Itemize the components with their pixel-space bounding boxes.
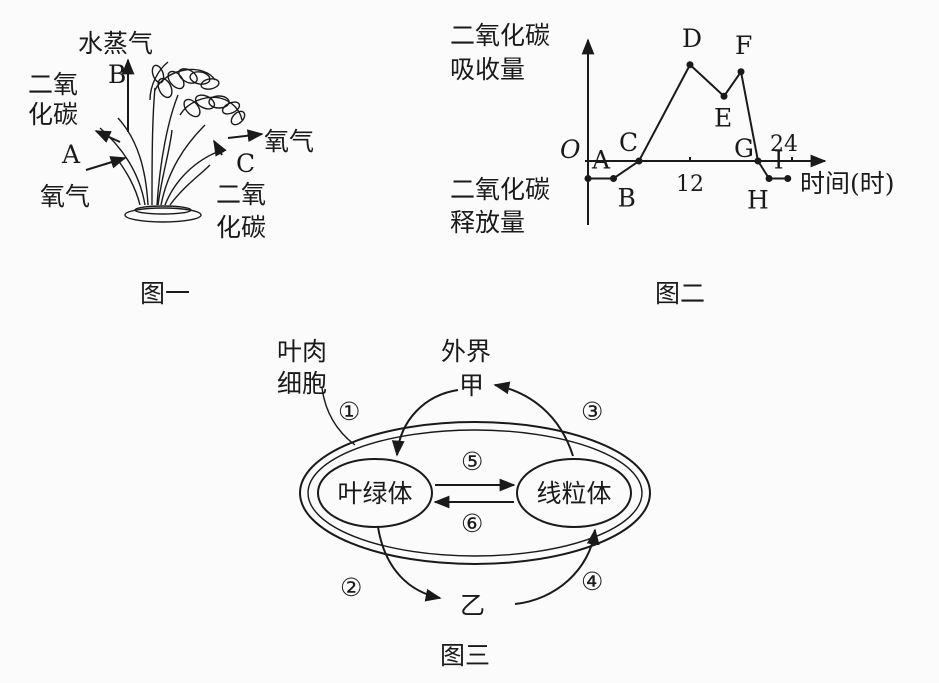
num-6: ⑥ <box>461 509 483 538</box>
caption-figure1: 图一 <box>140 279 190 308</box>
num-5: ⑤ <box>461 447 483 476</box>
y-label-top-2: 吸收量 <box>450 55 525 84</box>
arrow-c-co2-in <box>213 139 227 157</box>
point-f <box>737 68 745 76</box>
cell-label-1: 叶肉 <box>277 337 327 366</box>
num-4: ④ <box>581 567 603 596</box>
x-tick-label-24: 24 <box>770 132 798 157</box>
y-label-bottom-2: 释放量 <box>450 208 525 237</box>
point-label-g: G <box>734 134 754 163</box>
cell-inner-membrane <box>307 429 643 557</box>
x-tick-label-12: 12 <box>676 172 704 197</box>
point-label-h: H <box>747 186 769 215</box>
mitochondria-label: 线粒体 <box>536 479 611 508</box>
arrow-3 <box>493 381 574 457</box>
caption-figure3: 图三 <box>440 641 490 670</box>
outside-label: 外界 <box>441 337 491 366</box>
point-d <box>686 61 694 69</box>
plant-leaves <box>99 87 223 206</box>
point-label-a: A <box>591 146 611 175</box>
figure2-chart: ABC D E F GHI 二氧化碳 吸收量 二氧化碳 释放量 O 12 24 时间(时… <box>450 21 895 308</box>
point-b <box>610 175 617 182</box>
label-oxygen-right: 氧气 <box>264 127 314 156</box>
chloroplast-label: 叶绿体 <box>337 479 412 508</box>
point-label-b: B <box>618 184 636 213</box>
arrow-a-oxygen-in <box>85 156 127 171</box>
co2-series: ABC D E F GHI <box>584 24 792 215</box>
y-label-bottom-1: 二氧化碳 <box>450 175 550 204</box>
label-co2-right-1: 二氧 <box>216 180 266 209</box>
label-arrow-b: B <box>108 60 126 89</box>
label-co2-left-1: 二氧 <box>28 70 78 99</box>
y-label-top-1: 二氧化碳 <box>450 21 550 50</box>
point-a <box>584 175 592 182</box>
point-e <box>720 92 728 100</box>
figure1-plant: 水蒸气 B 二氧 化碳 A 氧气 C 氧气 二氧 化碳 图一 <box>28 29 314 308</box>
rice-ears <box>149 61 246 126</box>
caption-figure2: 图二 <box>655 279 705 308</box>
jia-label: 甲 <box>459 371 484 400</box>
num-3: ③ <box>581 397 603 426</box>
arrow-4 <box>514 528 600 605</box>
mitochondria-shape <box>516 458 632 528</box>
origin-label: O <box>560 135 581 164</box>
point-label-f: F <box>735 31 752 60</box>
point-label-e: E <box>714 103 732 132</box>
point-c <box>635 157 643 165</box>
water-surface <box>124 207 202 223</box>
cell-pointer-line <box>321 387 356 446</box>
point-label-i: I <box>774 146 784 175</box>
point-h <box>765 175 773 182</box>
arrow-c-oxygen-out <box>227 129 264 143</box>
point-label-d: D <box>682 24 702 53</box>
water-ripple <box>134 205 192 215</box>
arrow-1 <box>391 389 459 457</box>
x-axis-label: 时间(时) <box>800 169 895 198</box>
arrow-a-co2-out <box>94 130 121 143</box>
label-arrow-c: C <box>236 149 255 178</box>
label-co2-left-2: 化碳 <box>28 100 78 129</box>
num-2: ② <box>340 573 362 602</box>
point-g <box>754 157 762 165</box>
arrow-2 <box>377 526 442 602</box>
point-label-c: C <box>619 128 638 157</box>
label-co2-right-2: 化碳 <box>216 213 266 242</box>
figure3-cell: 叶肉 细胞 外界 甲 乙 叶绿体 线粒体 ① ② ③ ④ ⑤ ⑥ 图三 <box>277 337 651 670</box>
yi-label: 乙 <box>460 591 485 620</box>
label-arrow-a: A <box>61 140 81 169</box>
label-oxygen-left: 氧气 <box>40 182 90 211</box>
cell-outer-membrane <box>299 421 651 565</box>
chloroplast-shape <box>317 458 433 528</box>
cell-label-2: 细胞 <box>277 369 327 398</box>
num-1: ① <box>338 397 360 426</box>
label-water-vapor: 水蒸气 <box>78 29 153 58</box>
point-i <box>784 175 792 182</box>
